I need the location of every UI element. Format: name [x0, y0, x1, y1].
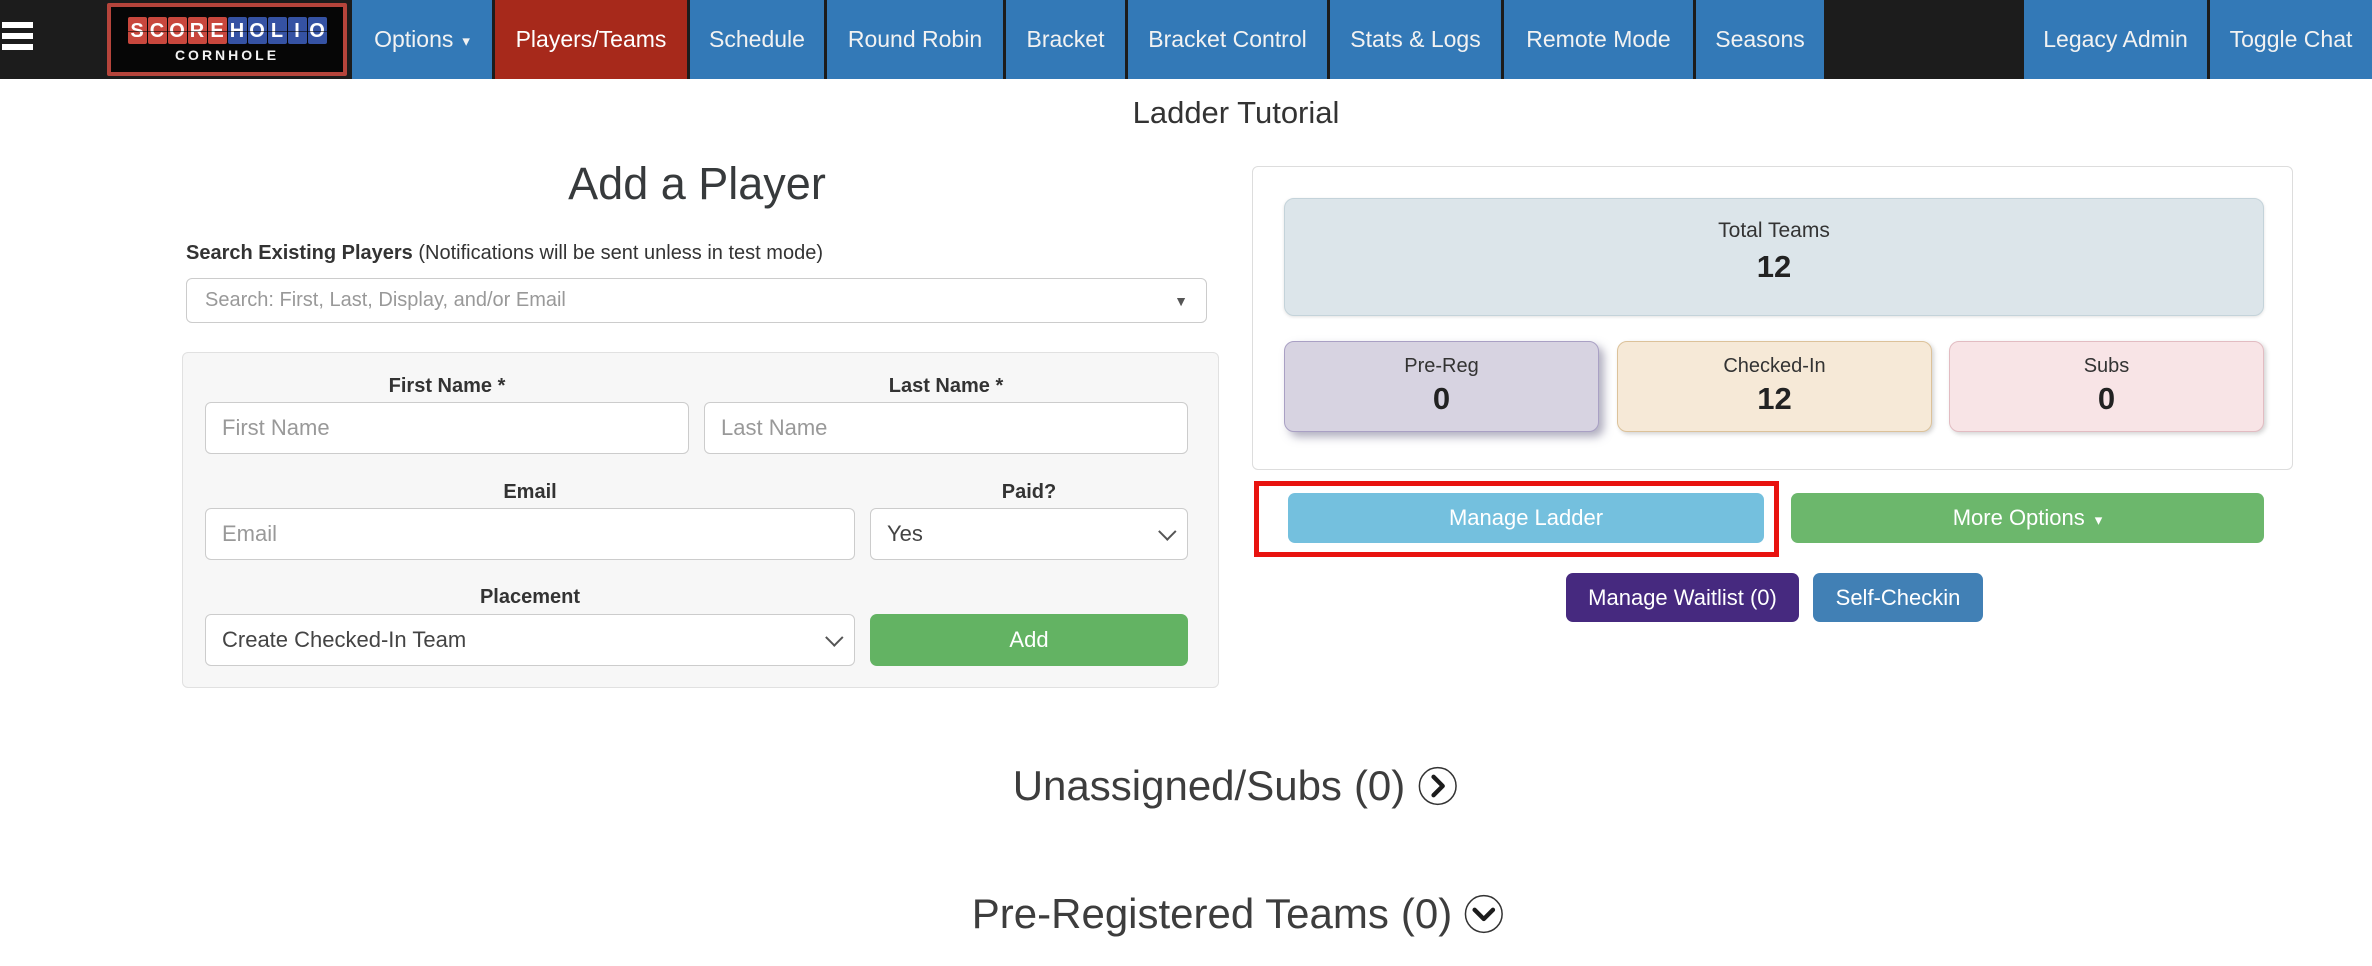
subs-card: Subs 0 — [1949, 341, 2264, 432]
tab-label: Options — [374, 26, 454, 52]
tab-toggle-chat[interactable]: Toggle Chat — [2210, 0, 2372, 79]
prereg-value: 0 — [1432, 381, 1451, 416]
checkedin-card: Checked-In 12 — [1617, 341, 1932, 432]
logo-letter: S — [127, 17, 147, 44]
search-label-bold: Search Existing Players — [186, 242, 413, 264]
search-placeholder-text: Search: First, Last, Display, and/or Ema… — [205, 289, 566, 311]
unassigned-subs-title: Unassigned/Subs — [1012, 762, 1342, 809]
search-existing-players-label: Search Existing Players (Notifications w… — [186, 242, 823, 265]
hamburger-menu-icon[interactable] — [2, 22, 34, 52]
circle-chevron-right-icon[interactable] — [1417, 766, 1457, 806]
self-checkin-button[interactable]: Self-Checkin — [1813, 573, 1983, 622]
first-name-label: First Name * — [388, 375, 506, 397]
paid-selected-value: Yes — [887, 521, 923, 546]
preregistered-teams-section-header: Pre-Registered Teams (0) — [972, 890, 1504, 938]
logo-subtitle: CORNHOLE — [174, 47, 280, 63]
chevron-down-icon: ▾ — [2094, 512, 2103, 529]
first-name-input[interactable] — [205, 402, 689, 454]
last-name-label: Last Name * — [888, 375, 1004, 397]
nav-tabs: Options ▾ Players/Teams Schedule Round R… — [352, 0, 2372, 79]
more-options-button[interactable]: More Options ▾ — [1791, 493, 2264, 543]
checkedin-value: 12 — [1757, 381, 1792, 416]
add-button[interactable]: Add — [870, 614, 1188, 666]
preregistered-teams-title: Pre-Registered Teams — [971, 890, 1389, 937]
tab-options[interactable]: Options ▾ — [352, 0, 492, 79]
chevron-down-icon — [825, 627, 844, 647]
tab-bracket[interactable]: Bracket — [1006, 0, 1125, 79]
tab-round-robin[interactable]: Round Robin — [827, 0, 1003, 79]
subs-value: 0 — [2097, 381, 2116, 416]
subs-label: Subs — [2083, 355, 2130, 377]
tab-stats-logs[interactable]: Stats & Logs — [1330, 0, 1501, 79]
placement-selected-value: Create Checked-In Team — [222, 627, 467, 652]
scoreholio-logo[interactable]: S C O R E H O L I O CORNHOLE — [107, 3, 347, 76]
dropdown-arrow-icon: ▼ — [1174, 292, 1188, 309]
prereg-card: Pre-Reg 0 — [1284, 341, 1599, 432]
logo-letter: O — [167, 17, 187, 44]
tab-legacy-admin[interactable]: Legacy Admin — [2024, 0, 2207, 79]
logo-letter: I — [287, 17, 307, 44]
email-label: Email — [503, 481, 557, 503]
logo-letter: C — [147, 17, 167, 44]
email-input[interactable] — [205, 508, 855, 560]
manage-ladder-button[interactable]: Manage Ladder — [1288, 493, 1764, 543]
add-player-form: First Name * Last Name * Email Paid? Yes… — [182, 352, 1219, 688]
chevron-down-icon: ▾ — [462, 33, 470, 50]
preregistered-teams-count: (0) — [1400, 890, 1453, 937]
add-player-heading: Add a Player — [568, 158, 826, 209]
logo-letters: S C O R E H O L I O — [127, 17, 327, 44]
total-teams-value: 12 — [1756, 249, 1792, 284]
chevron-down-icon — [1158, 521, 1177, 541]
tab-players-teams[interactable]: Players/Teams — [495, 0, 687, 79]
last-name-input[interactable] — [704, 402, 1188, 454]
placement-label: Placement — [479, 586, 581, 608]
more-options-label: More Options — [1952, 505, 2085, 530]
tab-schedule[interactable]: Schedule — [690, 0, 824, 79]
logo-letter: R — [187, 17, 207, 44]
unassigned-subs-count: (0) — [1353, 762, 1406, 809]
placement-select[interactable]: Create Checked-In Team — [205, 614, 855, 666]
nav-spacer — [1827, 0, 2021, 79]
tab-seasons[interactable]: Seasons — [1696, 0, 1824, 79]
checkedin-label: Checked-In — [1723, 355, 1826, 377]
page-title: Ladder Tutorial — [1132, 95, 1340, 130]
search-players-select[interactable]: Search: First, Last, Display, and/or Ema… — [186, 278, 1207, 323]
top-navbar: S C O R E H O L I O CORNHOLE Options ▾ P… — [0, 0, 2372, 79]
search-label-note: (Notifications will be sent unless in te… — [412, 242, 823, 264]
circle-chevron-down-icon[interactable] — [1464, 894, 1504, 934]
tab-bracket-control[interactable]: Bracket Control — [1128, 0, 1327, 79]
total-teams-label: Total Teams — [1718, 219, 1830, 242]
logo-letter: O — [307, 17, 327, 44]
logo-letter: H — [227, 17, 247, 44]
manage-waitlist-button[interactable]: Manage Waitlist (0) — [1566, 573, 1799, 622]
logo-letter: E — [207, 17, 227, 44]
logo-letter: O — [247, 17, 267, 44]
logo-letter: L — [267, 17, 287, 44]
paid-select[interactable]: Yes — [870, 508, 1188, 560]
unassigned-subs-section-header: Unassigned/Subs (0) — [1013, 762, 1458, 810]
prereg-label: Pre-Reg — [1404, 355, 1479, 377]
tab-remote-mode[interactable]: Remote Mode — [1504, 0, 1693, 79]
total-teams-card: Total Teams 12 — [1284, 198, 2264, 316]
paid-label: Paid? — [1001, 481, 1057, 503]
team-stats-panel: Total Teams 12 Pre-Reg 0 Checked-In 12 S… — [1252, 166, 2293, 470]
